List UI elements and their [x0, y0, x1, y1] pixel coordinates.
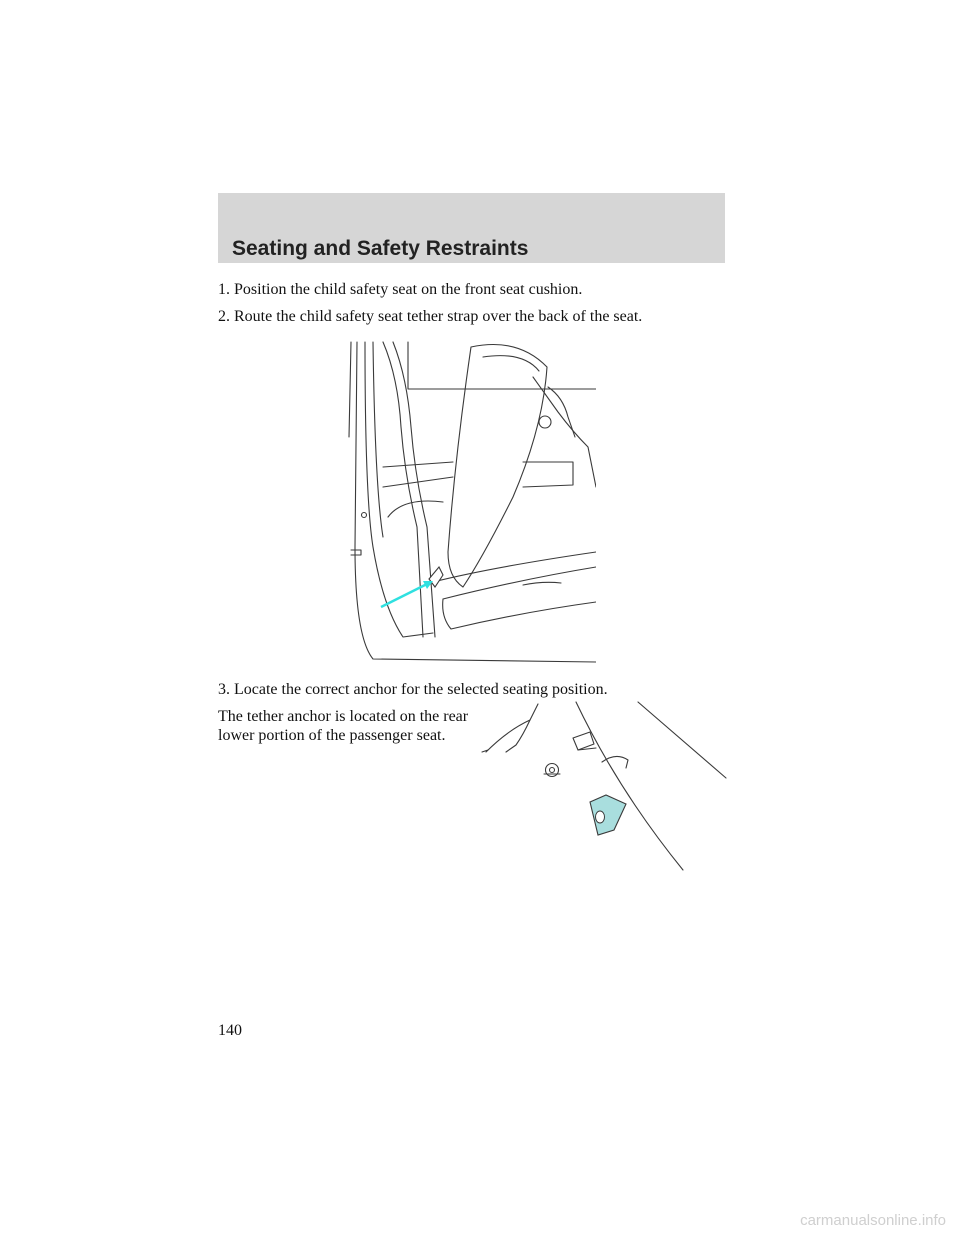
section-title: Seating and Safety Restraints — [232, 237, 529, 260]
seat-tether-route-illustration — [348, 341, 596, 663]
page-number: 140 — [218, 1022, 242, 1039]
tether-anchor-illustration — [481, 701, 727, 871]
section-header-band: Seating and Safety Restraints — [218, 193, 725, 263]
step-1-text: 1. Position the child safety seat on the… — [218, 281, 583, 298]
watermark-text: carmanualsonline.info — [800, 1212, 946, 1229]
step-3-text: 3. Locate the correct anchor for the sel… — [218, 681, 608, 698]
step-2-text: 2. Route the child safety seat tether st… — [218, 308, 643, 325]
anchor-location-note: The tether anchor is located on the rear… — [218, 708, 469, 744]
